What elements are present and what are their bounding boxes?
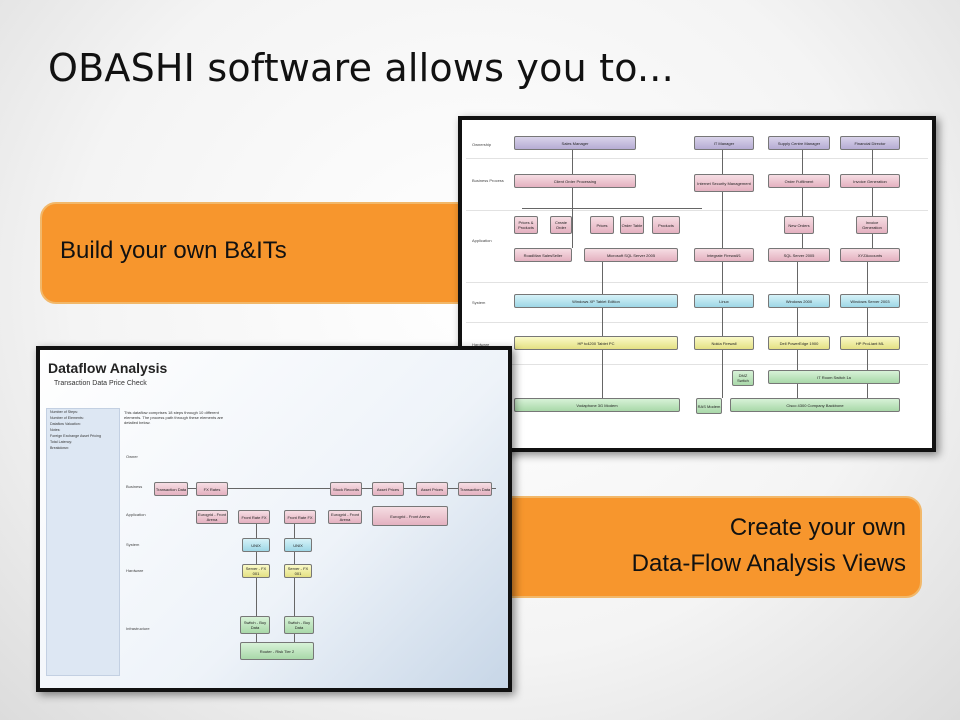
side-note-text: Foreign Exchange Asset Pricing	[50, 434, 101, 438]
bp-internet-security: Internet Security Management	[694, 174, 754, 192]
infra-3g-modem: Vodaphone 3G Modem	[514, 398, 680, 412]
owner-it-manager: IT Manager	[694, 136, 754, 150]
df-app-eurogrid-3: Eurogrid - Front Arena	[372, 506, 448, 526]
bit-diagram-screenshot: Ownership Business Process Application S…	[458, 116, 936, 452]
df-row-owner: Owner	[126, 454, 138, 459]
app-products: Products	[652, 216, 680, 234]
app-xyzaccounts: XYZAccounts	[840, 248, 900, 262]
dataflow-views-callout: Create your own Data-Flow Analysis Views	[460, 496, 922, 598]
side-latency: Total Latency:	[50, 440, 73, 444]
app-prices-products: Prices & Products	[514, 216, 538, 234]
infra-dmz-switch: DMZ Switch	[732, 370, 754, 386]
owner-financial-director: Financial Director	[840, 136, 900, 150]
app-prices: Prices	[590, 216, 614, 234]
build-bits-callout: Build your own B&ITs	[40, 202, 504, 304]
dataflow-analysis-screenshot: Dataflow Analysis Transaction Data Price…	[36, 346, 512, 692]
df-infra-router: Router - Risk Tier 2	[240, 642, 314, 660]
dataflow-views-line1: Create your own	[729, 514, 906, 541]
sys-windows-2003: Windows Server 2003	[840, 294, 900, 308]
df-row-infrastructure: Infrastructure	[126, 626, 150, 631]
app-order-table: Order Table	[620, 216, 644, 234]
app-roadman: RoadMan SalesSeller	[514, 248, 572, 262]
df-sys-unix-1: UNIX	[242, 538, 270, 552]
bp-client-order: Client Order Processing	[514, 174, 636, 188]
df-row-system: System	[126, 542, 140, 547]
df-bp-transaction-2: Transaction Data	[458, 482, 492, 496]
df-row-application: Application	[126, 512, 146, 517]
hw-tablet-pc: HP tc4200 Tablet PC	[514, 336, 678, 350]
df-hw-server-2: Server - FX 001	[284, 564, 312, 578]
dataflow-subtitle: Transaction Data Price Check	[54, 380, 147, 387]
side-steps: Number of Steps:	[50, 410, 78, 414]
df-bp-asset-prices-1: Asset Prices	[372, 482, 404, 496]
owner-supply-centre: Supply Centre Manager	[768, 136, 830, 150]
df-infra-switch-1: Switch - Buy Data	[240, 616, 270, 634]
df-bp-stock-records: Stock Records	[330, 482, 362, 496]
df-bp-asset-prices-2: Asset Prices	[416, 482, 448, 496]
slide-title: OBASHI software allows you to...	[48, 46, 674, 90]
side-breakdown: Breakdown:	[50, 446, 69, 450]
side-valuation: Dataflow Valuation:	[50, 422, 81, 426]
df-bp-fx-rates: FX Rates	[196, 482, 228, 496]
bp-order-fulfilment: Order Fulfilment	[768, 174, 830, 188]
dataflow-sidebar: Number of Steps: Number of Elements: Dat…	[46, 408, 120, 676]
app-sql-server-2: SQL Server 2005	[768, 248, 830, 262]
row-label-hardware: Hardware	[472, 342, 490, 347]
df-row-hardware: Hardware	[126, 568, 144, 573]
df-app-eurogrid-2: Eurogrid - Front Arena	[328, 510, 362, 524]
infra-ras-modem: RAS Modem	[696, 398, 722, 414]
hw-dell-poweredge: Dell PowerEdge 1900	[768, 336, 830, 350]
row-label-application: Application	[472, 238, 492, 243]
sys-windows-xp: Windows XP Tablet Edition	[514, 294, 678, 308]
bp-invoice-generation: Invoice Generation	[840, 174, 900, 188]
dataflow-title: Dataflow Analysis	[48, 360, 168, 376]
df-hw-server-1: Server - FX 001	[242, 564, 270, 578]
dataflow-description: This dataflow comprises 18 steps through…	[124, 410, 224, 425]
infra-cisco-backbone: Cisco 4300 Company Backbone	[730, 398, 900, 412]
df-infra-switch-2: Switch - Buy Data	[284, 616, 314, 634]
df-app-frontrate-1: Front Rate FX	[238, 510, 270, 524]
app-invoice-generation: Invoice Generation	[856, 216, 888, 234]
sys-windows-2000: Windows 2000	[768, 294, 830, 308]
app-new-orders: New Orders	[784, 216, 814, 234]
df-bp-transaction-1: Transaction Data	[154, 482, 188, 496]
df-sys-unix-2: UNIX	[284, 538, 312, 552]
owner-sales-manager: Sales Manager	[514, 136, 636, 150]
app-create-order: Create Order	[550, 216, 572, 234]
df-app-eurogrid-1: Eurogrid - Front Arena	[196, 510, 228, 524]
hw-hp-proliant: HP ProLiant ML	[840, 336, 900, 350]
side-elements: Number of Elements:	[50, 416, 84, 420]
build-bits-label: Build your own B&ITs	[60, 237, 287, 264]
sys-linux: Linux	[694, 294, 754, 308]
df-app-frontrate-2: Front Rate FX	[284, 510, 316, 524]
side-notes: Notes:	[50, 428, 61, 432]
dataflow-views-line2: Data-Flow Analysis Views	[631, 550, 906, 577]
app-sql-server-1: Microsoft SQL Server 2005	[584, 248, 678, 262]
row-label-system: System	[472, 300, 486, 305]
hw-nokia-firewall: Nokia Firewall	[694, 336, 754, 350]
infra-it-room-switch: IT Room Switch 1a	[768, 370, 900, 384]
row-label-business: Business Process	[472, 178, 504, 183]
df-row-business: Business	[126, 484, 143, 489]
app-firewall: Integrate Firewall/1	[694, 248, 754, 262]
row-label-ownership: Ownership	[472, 142, 492, 147]
